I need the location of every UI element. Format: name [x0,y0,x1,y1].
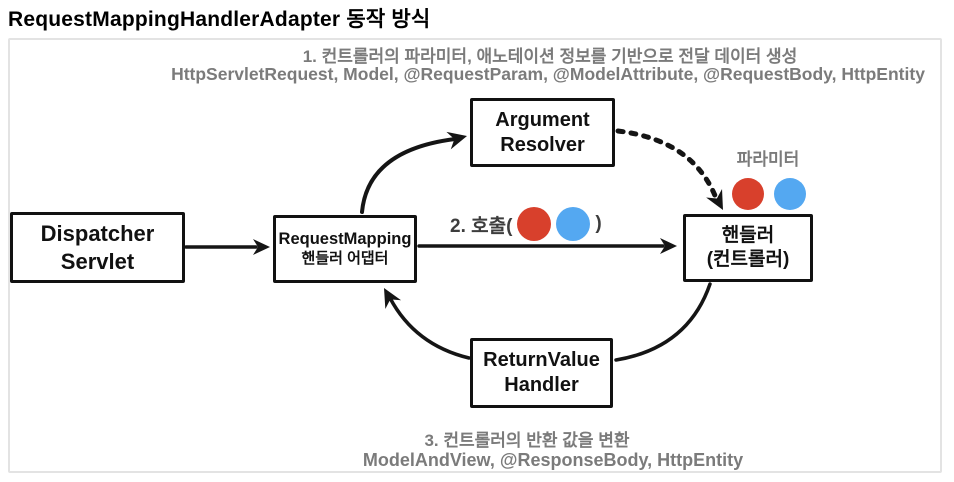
node-returnvalue-handler: ReturnValue Handler [470,338,613,408]
node-argument-resolver: Argument Resolver [470,98,615,167]
line-handler-to-retvalue [614,282,712,362]
call-dot-red [517,207,552,241]
parameter-label: 파라미터 [736,150,800,169]
node-dispatcher-servlet: Dispatcher Servlet [10,212,185,283]
node-label: Handler [504,374,579,396]
node-requestmapping-handler-adapter: RequestMapping 핸들러 어댑터 [273,215,417,283]
arrow-resolver-to-handler-dotted [615,128,719,201]
node-label: 핸들러 [721,225,775,247]
node-label: Servlet [60,248,135,274]
node-label: ReturnValue [483,349,600,371]
step3-description: 3. 컨트롤러의 반환 값을 변환 [424,431,630,450]
step1-types: HttpServletRequest, Model, @RequestParam… [171,64,925,84]
step2-call-prefix: 2. 호출( [450,215,513,237]
node-handler-controller: 핸들러 (컨트롤러) [683,214,813,282]
step3-types: ModelAndView, @ResponseBody, HttpEntity [362,450,744,470]
step2-call-suffix: ) [595,213,602,234]
arrow-retvalue-to-adapter [388,296,471,360]
parameter-dot-blue [774,178,806,210]
page-title: RequestMappingHandlerAdapter 동작 방식 [8,8,431,31]
node-label: (컨트롤러) [706,249,790,270]
arrow-adapter-to-resolver [360,137,457,214]
step2-call-label: 2. 호출( ) [450,205,602,243]
step1-description: 1. 컨트롤러의 파라미터, 애노테이션 정보를 기반으로 전달 데이터 생성 [302,47,798,66]
node-label: Argument [495,108,590,131]
call-dot-blue [556,207,591,241]
node-label: Dispatcher [40,221,155,246]
node-label: RequestMapping [278,230,412,249]
node-label: Resolver [500,133,585,156]
parameter-dot-red [732,178,764,210]
node-sublabel: 핸들러 어댑터 [301,249,389,267]
